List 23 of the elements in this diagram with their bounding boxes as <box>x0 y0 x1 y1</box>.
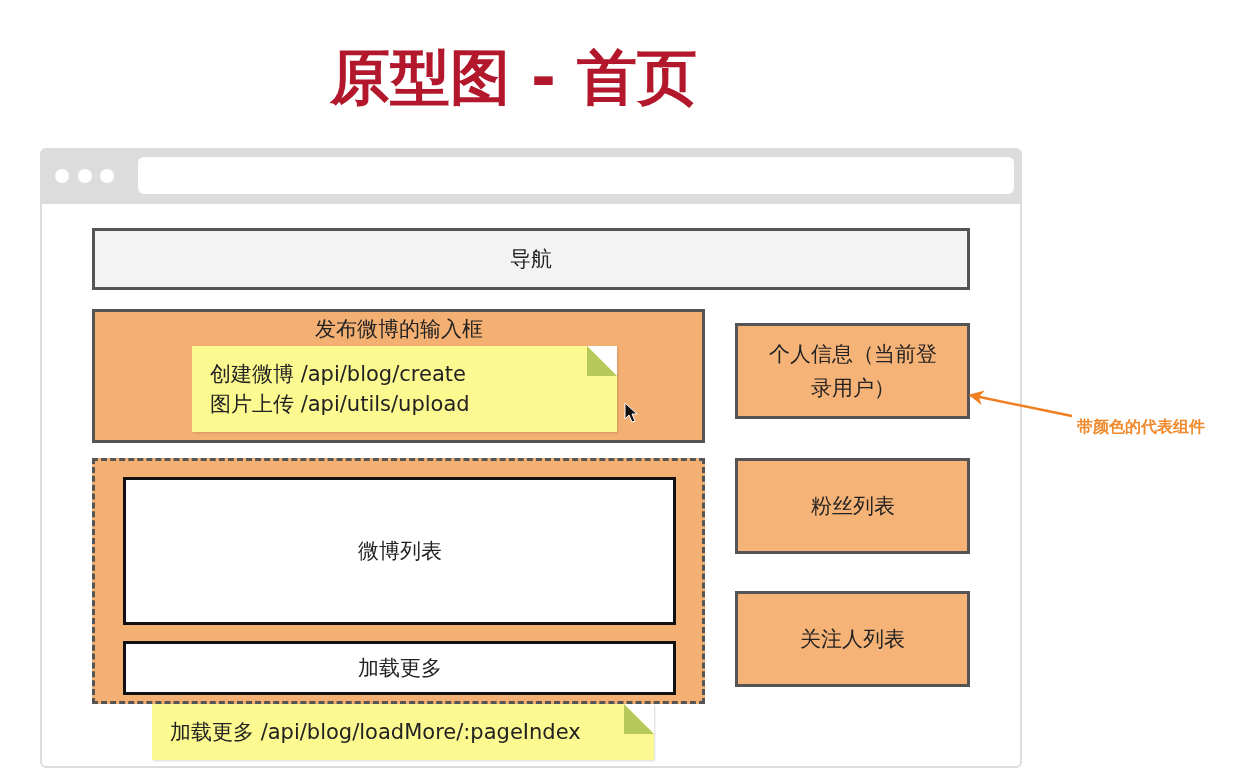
box-label: 粉丝列表 <box>810 493 895 520</box>
box-label: 创建微博 /api/blog/create <box>210 361 466 388</box>
note-text: 带颜色的代表组件 <box>1077 416 1205 438</box>
arrow <box>968 390 1073 418</box>
box-label: 图片上传 /api/utils/upload <box>210 391 470 418</box>
component-box <box>735 591 970 687</box>
page-title: 原型图 - 首页 <box>330 41 697 114</box>
content-box <box>123 477 676 625</box>
sticky-note <box>152 704 654 760</box>
component-box <box>735 323 970 419</box>
input-panel <box>92 309 705 443</box>
list-panel <box>92 458 705 704</box>
box-label: 加载更多 <box>357 655 442 682</box>
panel-title: 发布微博的输入框 <box>314 316 483 343</box>
component-box <box>735 458 970 554</box>
box-label: 加载更多 /api/blog/loadMore/:pageIndex <box>170 719 581 746</box>
box-label: 个人信息（当前登录用户） <box>768 341 937 402</box>
box-label: 微博列表 <box>357 538 442 565</box>
box-label: 导航 <box>510 246 552 273</box>
box-label: 关注人列表 <box>800 626 905 653</box>
content-box <box>123 641 676 695</box>
navigation-bar <box>92 228 970 290</box>
sticky-note <box>192 346 617 432</box>
